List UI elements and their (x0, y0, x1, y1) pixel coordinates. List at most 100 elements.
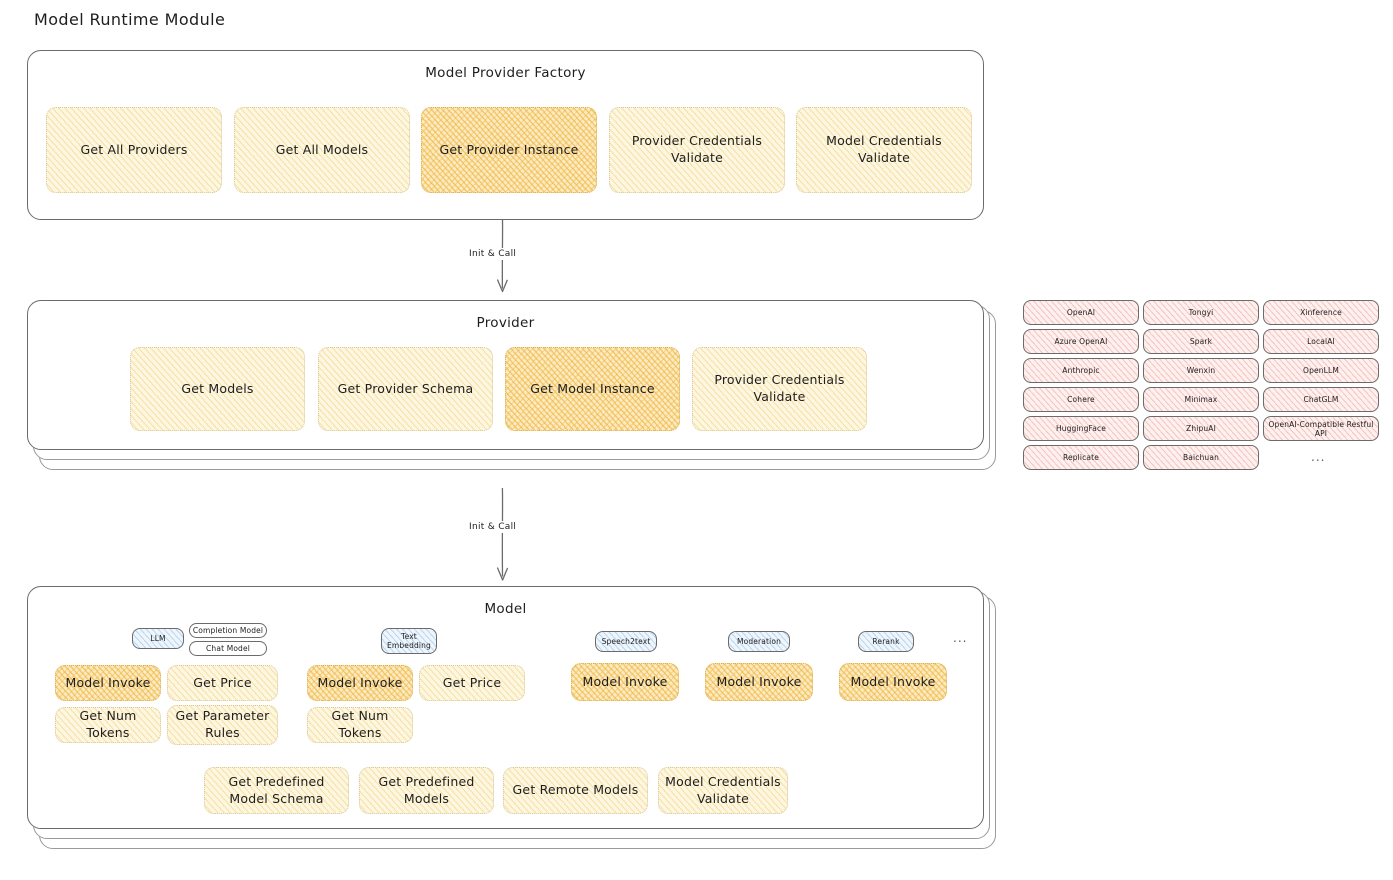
vendor-chip-label: Azure OpenAI (1054, 337, 1108, 346)
vendor-chip-label: Wenxin (1186, 366, 1216, 375)
model-shared-model-credentials-validate[interactable]: Model Credentials Validate (658, 767, 788, 814)
vendor-chip-label: Minimax (1184, 395, 1218, 404)
factory-node-get-all-models[interactable]: Get All Models (234, 107, 410, 193)
model-type-label: Speech2text (601, 636, 651, 646)
factory-node-model-credentials-validate[interactable]: Model Credentials Validate (796, 107, 972, 193)
model-type-chip-text-embedding[interactable]: Text Embedding (381, 628, 437, 654)
provider-panel: Provider Get Models Get Provider Schema … (27, 300, 984, 450)
vendor-chip-label: OpenAI-Compatible Restful API (1268, 419, 1374, 438)
model-method-speech2text-model-invoke[interactable]: Model Invoke (571, 663, 679, 701)
vendor-chip-azure-openai[interactable]: Azure OpenAI (1023, 329, 1139, 354)
vendor-chip-anthropic[interactable]: Anthropic (1023, 358, 1139, 383)
arrow-provider-to-model: Init & Call (466, 487, 540, 588)
vendor-chip-openllm[interactable]: OpenLLM (1263, 358, 1379, 383)
factory-node-label: Get All Providers (80, 141, 188, 157)
vendor-more-ellipsis: ... (1311, 450, 1326, 464)
model-type-label: Text Embedding (387, 631, 431, 650)
vendor-chip-label: Tongyi (1188, 308, 1214, 317)
vendor-chip-zhipuai[interactable]: ZhipuAI (1143, 416, 1259, 441)
model-provider-factory-title: Model Provider Factory (425, 65, 586, 81)
provider-node-get-provider-schema[interactable]: Get Provider Schema (318, 347, 493, 431)
model-method-label: Model Invoke (582, 673, 668, 689)
vendor-chip-label: ChatGLM (1303, 395, 1339, 404)
provider-node-provider-credentials-validate[interactable]: Provider Credentials Validate (692, 347, 867, 431)
model-tag-chat-model[interactable]: Chat Model (189, 641, 267, 656)
vendor-chip-tongyi[interactable]: Tongyi (1143, 300, 1259, 325)
model-shared-get-predefined-models[interactable]: Get Predefined Models (359, 767, 494, 814)
model-title: Model (484, 601, 527, 617)
model-method-rerank-model-invoke[interactable]: Model Invoke (839, 663, 947, 701)
model-method-llm-get-price[interactable]: Get Price (167, 665, 278, 701)
model-type-label: Rerank (872, 636, 900, 646)
vendor-chip-label: OpenLLM (1303, 366, 1339, 375)
vendor-chip-spark[interactable]: Spark (1143, 329, 1259, 354)
model-method-label: Model Invoke (716, 673, 802, 689)
model-method-text-embedding-get-num-tokens[interactable]: Get Num Tokens (307, 707, 413, 743)
model-shared-label: Get Remote Models (512, 782, 639, 798)
model-tag-label: Chat Model (206, 644, 250, 653)
model-method-label: Get Price (193, 674, 252, 690)
provider-node-label: Get Provider Schema (337, 380, 474, 396)
model-type-chip-rerank[interactable]: Rerank (858, 631, 914, 652)
factory-node-provider-credentials-validate[interactable]: Provider Credentials Validate (609, 107, 785, 193)
model-shared-get-remote-models[interactable]: Get Remote Models (503, 767, 648, 814)
provider-node-label: Get Models (181, 380, 254, 396)
vendor-chip-localai[interactable]: LocalAI (1263, 329, 1379, 354)
vendor-chip-label: Xinference (1300, 308, 1342, 317)
model-method-label: Get Parameter Rules (175, 708, 270, 740)
vendor-chip-label: Anthropic (1062, 366, 1100, 375)
vendor-chip-huggingface[interactable]: HuggingFace (1023, 416, 1139, 441)
model-tag-completion-model[interactable]: Completion Model (189, 623, 267, 638)
model-shared-label: Model Credentials Validate (665, 773, 781, 806)
model-type-more-ellipsis: ... (953, 631, 968, 645)
vendor-chip-xinference[interactable]: Xinference (1263, 300, 1379, 325)
model-method-llm-get-num-tokens[interactable]: Get Num Tokens (55, 707, 161, 743)
provider-node-get-model-instance[interactable]: Get Model Instance (505, 347, 680, 431)
model-type-label: Moderation (737, 636, 781, 646)
factory-node-label: Get Provider Instance (439, 141, 579, 157)
model-type-chip-speech2text[interactable]: Speech2text (595, 631, 657, 652)
model-shared-label: Get Predefined Models (378, 773, 475, 806)
vendor-chip-label: LocalAI (1307, 337, 1335, 346)
vendor-chip-minimax[interactable]: Minimax (1143, 387, 1259, 412)
vendor-chip-chatglm[interactable]: ChatGLM (1263, 387, 1379, 412)
factory-node-label: Provider Credentials Validate (631, 133, 763, 165)
model-method-text-embedding-get-price[interactable]: Get Price (419, 665, 525, 701)
provider-node-get-models[interactable]: Get Models (130, 347, 305, 431)
model-method-llm-model-invoke[interactable]: Model Invoke (55, 665, 161, 701)
vendor-chip-label: ZhipuAI (1186, 424, 1216, 433)
model-tag-label: Completion Model (192, 626, 264, 635)
model-method-llm-get-parameter-rules[interactable]: Get Parameter Rules (167, 705, 278, 745)
model-method-label: Model Invoke (850, 673, 936, 689)
model-method-moderation-model-invoke[interactable]: Model Invoke (705, 663, 813, 701)
vendor-chip-baichuan[interactable]: Baichuan (1143, 445, 1259, 470)
page-title: Model Runtime Module (34, 10, 226, 29)
vendor-chip-openai[interactable]: OpenAI (1023, 300, 1139, 325)
vendor-chip-label: HuggingFace (1055, 424, 1107, 433)
model-method-text-embedding-model-invoke[interactable]: Model Invoke (307, 665, 413, 701)
arrow-label-init-and-call: Init & Call (466, 248, 520, 260)
vendor-chip-openai-compatible-restful-api[interactable]: OpenAI-Compatible Restful API (1263, 416, 1379, 441)
model-method-label: Get Price (442, 674, 502, 690)
model-method-label: Get Num Tokens (79, 708, 137, 740)
model-type-chip-llm[interactable]: LLM (132, 628, 184, 649)
factory-node-get-provider-instance[interactable]: Get Provider Instance (421, 107, 597, 193)
model-method-label: Model Invoke (317, 674, 403, 690)
provider-node-label: Provider Credentials Validate (714, 372, 845, 404)
model-type-label: LLM (150, 633, 166, 643)
vendor-chip-replicate[interactable]: Replicate (1023, 445, 1139, 470)
provider-title: Provider (476, 315, 535, 331)
model-type-chip-moderation[interactable]: Moderation (728, 631, 790, 652)
vendor-chip-label: Cohere (1067, 395, 1095, 404)
model-shared-label: Get Predefined Model Schema (228, 773, 325, 806)
model-shared-get-predefined-model-schema[interactable]: Get Predefined Model Schema (204, 767, 349, 814)
factory-node-label: Get All Models (275, 141, 369, 157)
arrow-factory-to-provider: Init & Call (466, 219, 540, 300)
factory-node-get-all-providers[interactable]: Get All Providers (46, 107, 222, 193)
vendor-chip-cohere[interactable]: Cohere (1023, 387, 1139, 412)
model-method-label: Get Num Tokens (331, 708, 389, 740)
provider-node-label: Get Model Instance (530, 380, 655, 396)
vendor-chip-label: Baichuan (1182, 453, 1219, 462)
arrow-down-icon (496, 487, 509, 581)
vendor-chip-wenxin[interactable]: Wenxin (1143, 358, 1259, 383)
